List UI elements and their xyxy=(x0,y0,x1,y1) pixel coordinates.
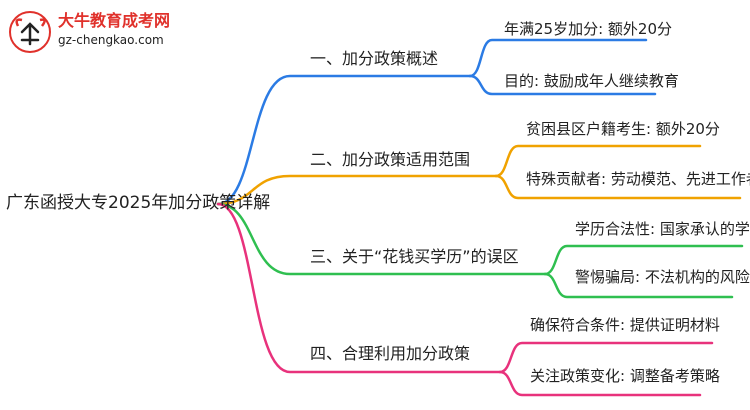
branch-3-leaf-1: 学历合法性: 国家承认的学历 xyxy=(575,220,750,238)
branch-1-connector xyxy=(216,74,472,206)
branch-2-leaf-2-connector xyxy=(494,174,742,200)
branch-2-leaf-1-connector xyxy=(494,144,702,178)
branch-3-connector xyxy=(216,202,547,276)
branch-3-leaf-2: 警惕骗局: 不法机构的风险 xyxy=(575,268,750,286)
branch-1-leaf-1: 年满25岁加分: 额外20分 xyxy=(504,20,672,38)
branch-4-label: 四、合理利用加分政策 xyxy=(310,344,471,363)
branch-2-leaf-2: 特殊贡献者: 劳动模范、先进工作者等 xyxy=(526,170,750,188)
site-logo[interactable]: 大牛教育成考网 gz-chengkao.com xyxy=(8,10,183,54)
branch-2-label: 二、加分政策适用范围 xyxy=(310,150,471,169)
root-node: 广东函授大专2025年加分政策详解 xyxy=(6,193,271,213)
branch-4-connector xyxy=(216,202,502,374)
branch-1-leaf-1-connector xyxy=(468,38,648,78)
branch-1-label: 一、加分政策概述 xyxy=(310,49,439,68)
branch-3-leaf-2-connector xyxy=(543,272,734,299)
branch-3-label: 三、关于“花钱买学历”的误区 xyxy=(310,247,519,266)
branch-2-leaf-1: 贫困县区户籍考生: 额外20分 xyxy=(526,120,720,138)
bull-logo-icon xyxy=(9,11,51,53)
branch-1-leaf-2-connector xyxy=(468,74,657,96)
branch-4-leaf-1: 确保符合条件: 提供证明材料 xyxy=(530,316,720,334)
branch-2-connector xyxy=(216,174,498,206)
branch-4-leaf-2-connector xyxy=(498,370,702,397)
branch-4-leaf-2: 关注政策变化: 调整备考策略 xyxy=(530,367,720,385)
logo-url: gz-chengkao.com xyxy=(58,33,164,47)
logo-title: 大牛教育成考网 xyxy=(58,11,171,30)
branch-1-leaf-2: 目的: 鼓励成年人继续教育 xyxy=(504,72,679,90)
branch-4-leaf-1-connector xyxy=(498,341,714,374)
branch-3-leaf-1-connector xyxy=(543,244,744,276)
